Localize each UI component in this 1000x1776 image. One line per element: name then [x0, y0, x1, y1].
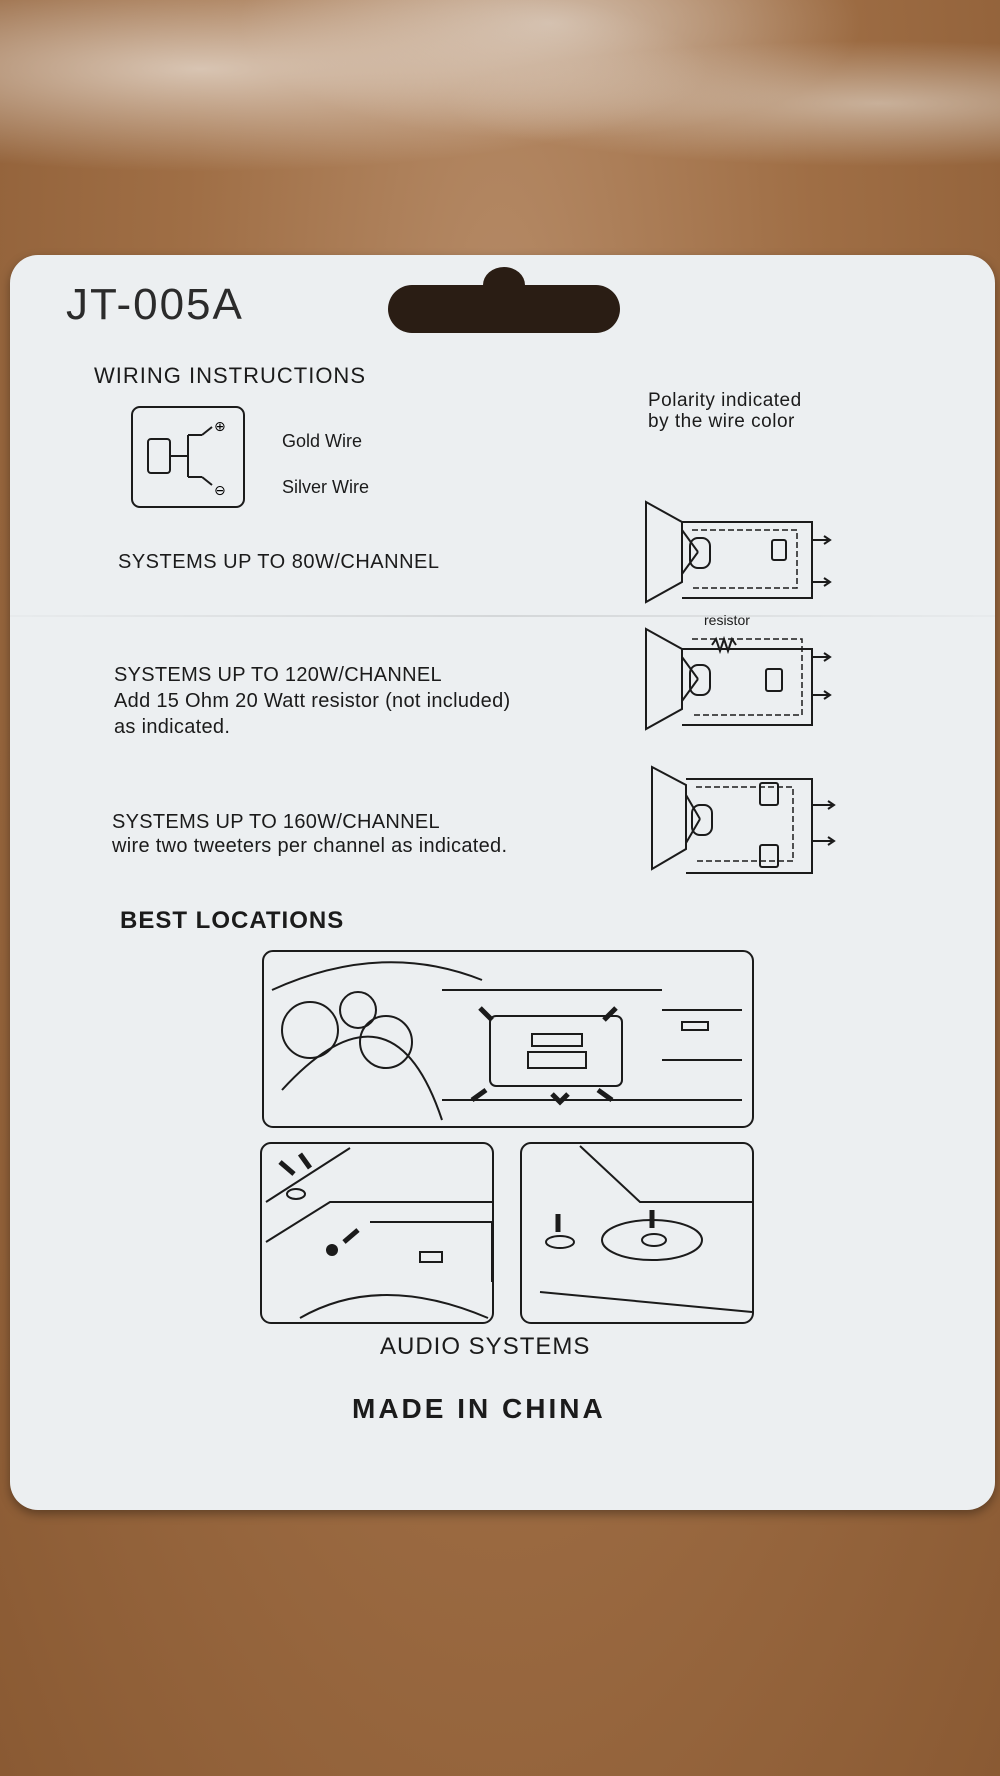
arrow-icon [470, 1006, 618, 1106]
arrow-icon [555, 1210, 655, 1232]
wiring-diagram-120w [645, 627, 832, 731]
stereo-unit [489, 1015, 623, 1087]
arrow-icon [278, 1152, 360, 1244]
polarity-line-1: Polarity indicated [648, 390, 802, 411]
system-120w-title: SYSTEMS UP TO 120W/CHANNEL [114, 664, 442, 686]
system-120w-line2: Add 15 Ohm 20 Watt resistor (not include… [114, 690, 511, 712]
resistor-label: resistor [704, 612, 750, 628]
card-fold-crease [10, 615, 995, 617]
system-80w-title: SYSTEMS UP TO 80W/CHANNEL [118, 551, 440, 573]
woofer-icon [651, 765, 687, 871]
system-120w-text: SYSTEMS UP TO 120W/CHANNEL Add 15 Ohm 20… [114, 662, 510, 740]
system-160w-line2: wire two tweeters per channel as indicat… [112, 835, 508, 857]
system-160w-text: SYSTEMS UP TO 160W/CHANNEL wire two twee… [112, 810, 507, 858]
woofer-icon [645, 500, 683, 604]
system-160w-title: SYSTEMS UP TO 160W/CHANNEL [112, 811, 440, 833]
tweeter-icon [759, 782, 779, 806]
resistor-icon [711, 635, 737, 655]
silver-wire-label: Silver Wire [282, 477, 370, 497]
wire-legend-diagram: ⊕ ⊖ [131, 406, 245, 508]
woofer-icon [645, 627, 683, 731]
audio-systems-label: AUDIO SYSTEMS [380, 1333, 591, 1360]
tweeter-icon [765, 668, 783, 692]
door-illustration [260, 1142, 494, 1324]
polarity-note: Polarity indicated by the wire color [648, 390, 802, 432]
polarity-line-2: by the wire color [648, 411, 795, 432]
model-number: JT-005A [66, 280, 244, 329]
wall-background [0, 0, 1000, 230]
tweeter-icon [771, 539, 787, 561]
plus-icon: ⊕ [214, 419, 226, 435]
best-locations-heading: BEST LOCATIONS [120, 907, 345, 934]
dashboard-illustration [262, 950, 754, 1128]
tweeter-icon [759, 844, 779, 868]
wiring-diagram-160w [651, 765, 836, 874]
wiring-heading: WIRING INSTRUCTIONS [94, 363, 366, 388]
rear-deck-illustration [520, 1142, 754, 1324]
made-in-label: MADE IN CHINA [352, 1393, 606, 1424]
tweeter-icon [147, 438, 171, 474]
gold-wire-label: Gold Wire [282, 431, 363, 451]
hang-hole [388, 267, 620, 333]
wiring-diagram-80w [645, 500, 832, 604]
packaging-card: JT-005A WIRING INSTRUCTIONS Polarity ind… [10, 255, 995, 1510]
minus-icon: ⊖ [214, 483, 226, 499]
system-120w-line3: as indicated. [114, 716, 231, 738]
